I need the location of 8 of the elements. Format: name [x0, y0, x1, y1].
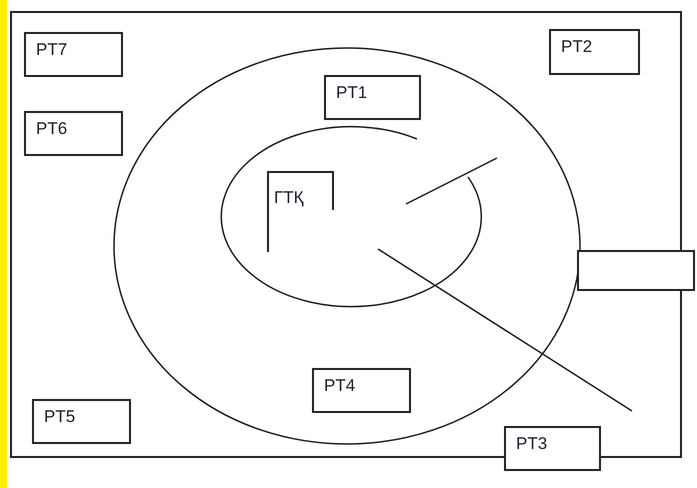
label-box: PT5: [32, 399, 131, 444]
label-box: PT7: [24, 32, 123, 77]
label-box: PT1: [324, 75, 421, 120]
empty-box: [577, 250, 695, 291]
label-box: PT6: [24, 111, 123, 156]
label-box: PT3: [504, 426, 601, 471]
label-box: PT2: [549, 29, 640, 75]
label-box: PT4: [312, 368, 411, 413]
